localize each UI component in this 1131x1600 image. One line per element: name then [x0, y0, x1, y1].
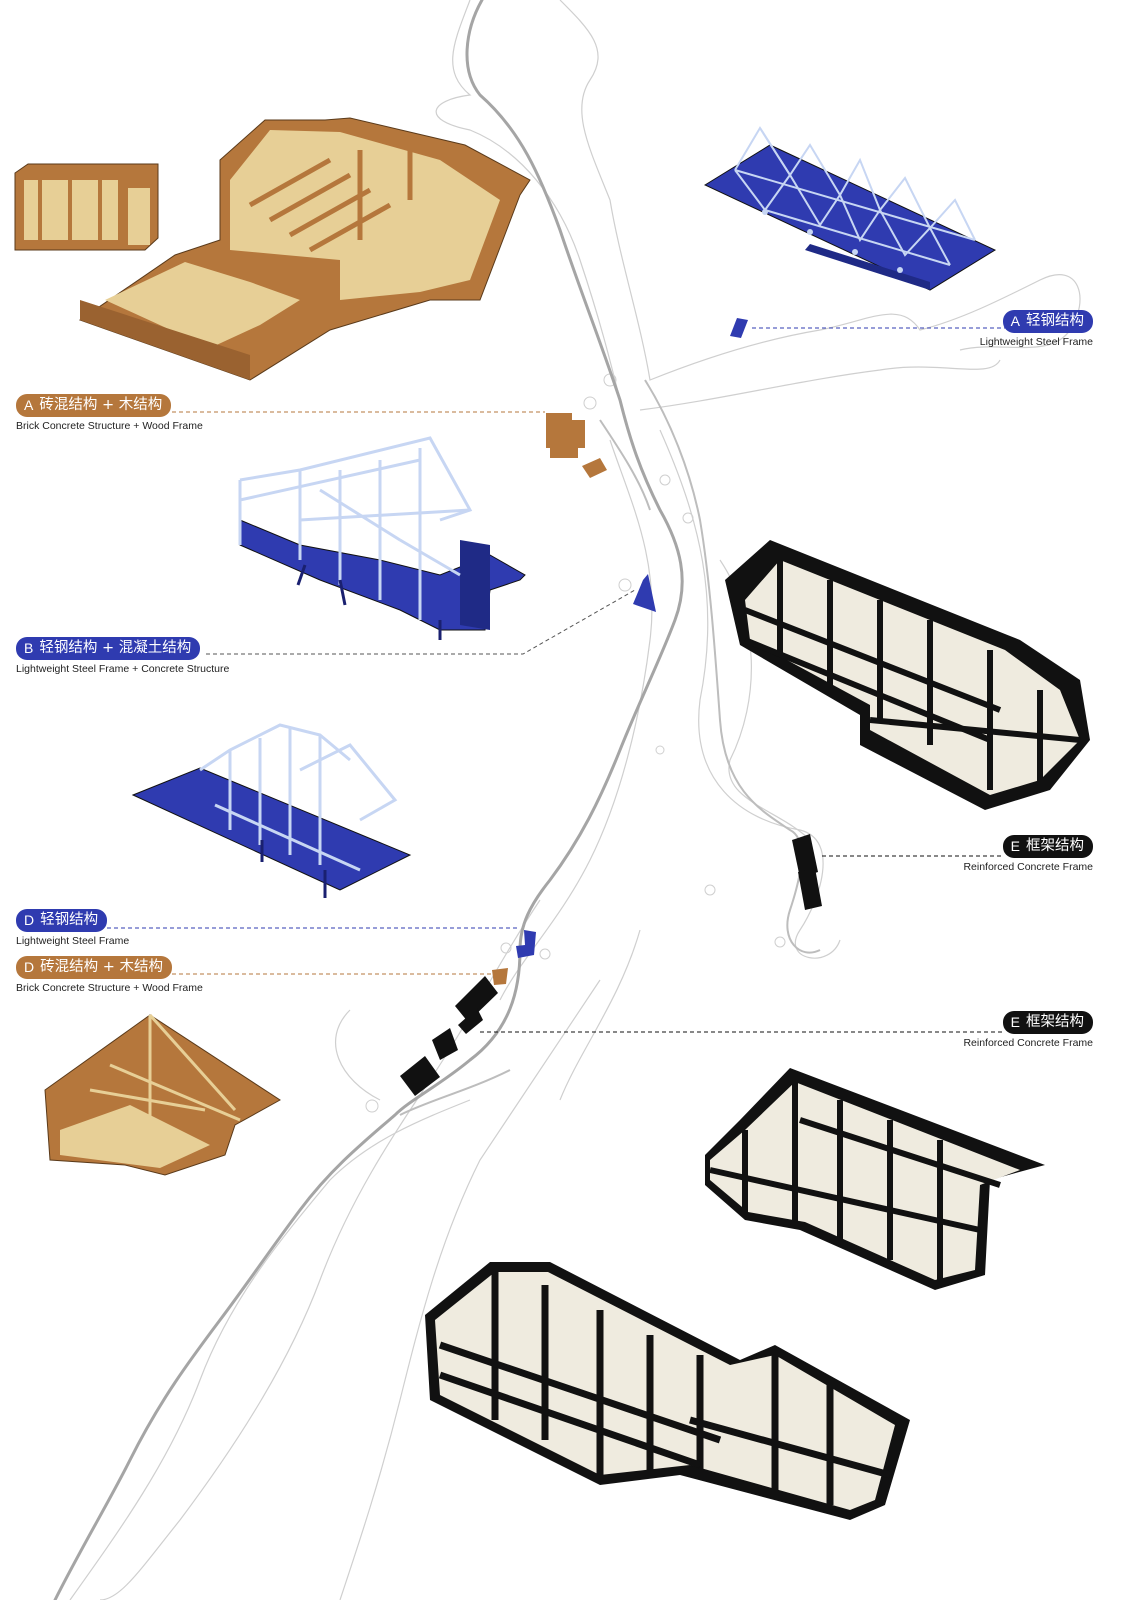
leader-lines [107, 327, 1005, 1033]
building-a-steel-canopy-axonometric [703, 126, 997, 291]
road-path [399, 379, 821, 1116]
label-pill: B 轻钢结构 + 混凝土结构 [16, 637, 201, 660]
river-path [53, 0, 684, 1600]
site-footprints [400, 318, 822, 1096]
label-a-steel: A 轻钢结构 Lightweight Steel Frame [893, 310, 1093, 348]
label-e-rc-2: E 框架结构 Reinforced Concrete Frame [893, 1011, 1093, 1049]
label-d-brick-wood: D 砖混结构 + 木结构 Brick Concrete Structure + … [16, 956, 203, 994]
label-e-rc-1: E 框架结构 Reinforced Concrete Frame [893, 835, 1093, 873]
building-e-rc-frame-axonometric-2 [705, 1068, 1045, 1290]
building-d-brick-wood-axonometric [44, 1013, 281, 1176]
label-pill: A 砖混结构 + 木结构 [16, 394, 172, 417]
building-d-steel-axonometric [131, 723, 412, 898]
terrain-dots [365, 373, 786, 1113]
building-b-steel-concrete-axonometric [238, 436, 526, 640]
label-pill: D 砖混结构 + 木结构 [16, 956, 172, 979]
building-e-rc-frame-axonometric-3 [425, 1262, 910, 1520]
label-pill: E 框架结构 [1002, 835, 1093, 858]
label-b-steel-concrete: B 轻钢结构 + 混凝土结构 Lightweight Steel Frame +… [16, 637, 229, 675]
label-pill: D 轻钢结构 [16, 909, 108, 932]
label-pill: A 轻钢结构 [1002, 310, 1093, 333]
building-a-brick-wood-axonometric [14, 117, 531, 381]
building-e-rc-frame-axonometric-1 [725, 540, 1090, 810]
label-pill: E 框架结构 [1002, 1011, 1093, 1034]
label-a-brick-wood: A 砖混结构 + 木结构 Brick Concrete Structure + … [16, 394, 203, 432]
label-d-steel: D 轻钢结构 Lightweight Steel Frame [16, 909, 129, 947]
